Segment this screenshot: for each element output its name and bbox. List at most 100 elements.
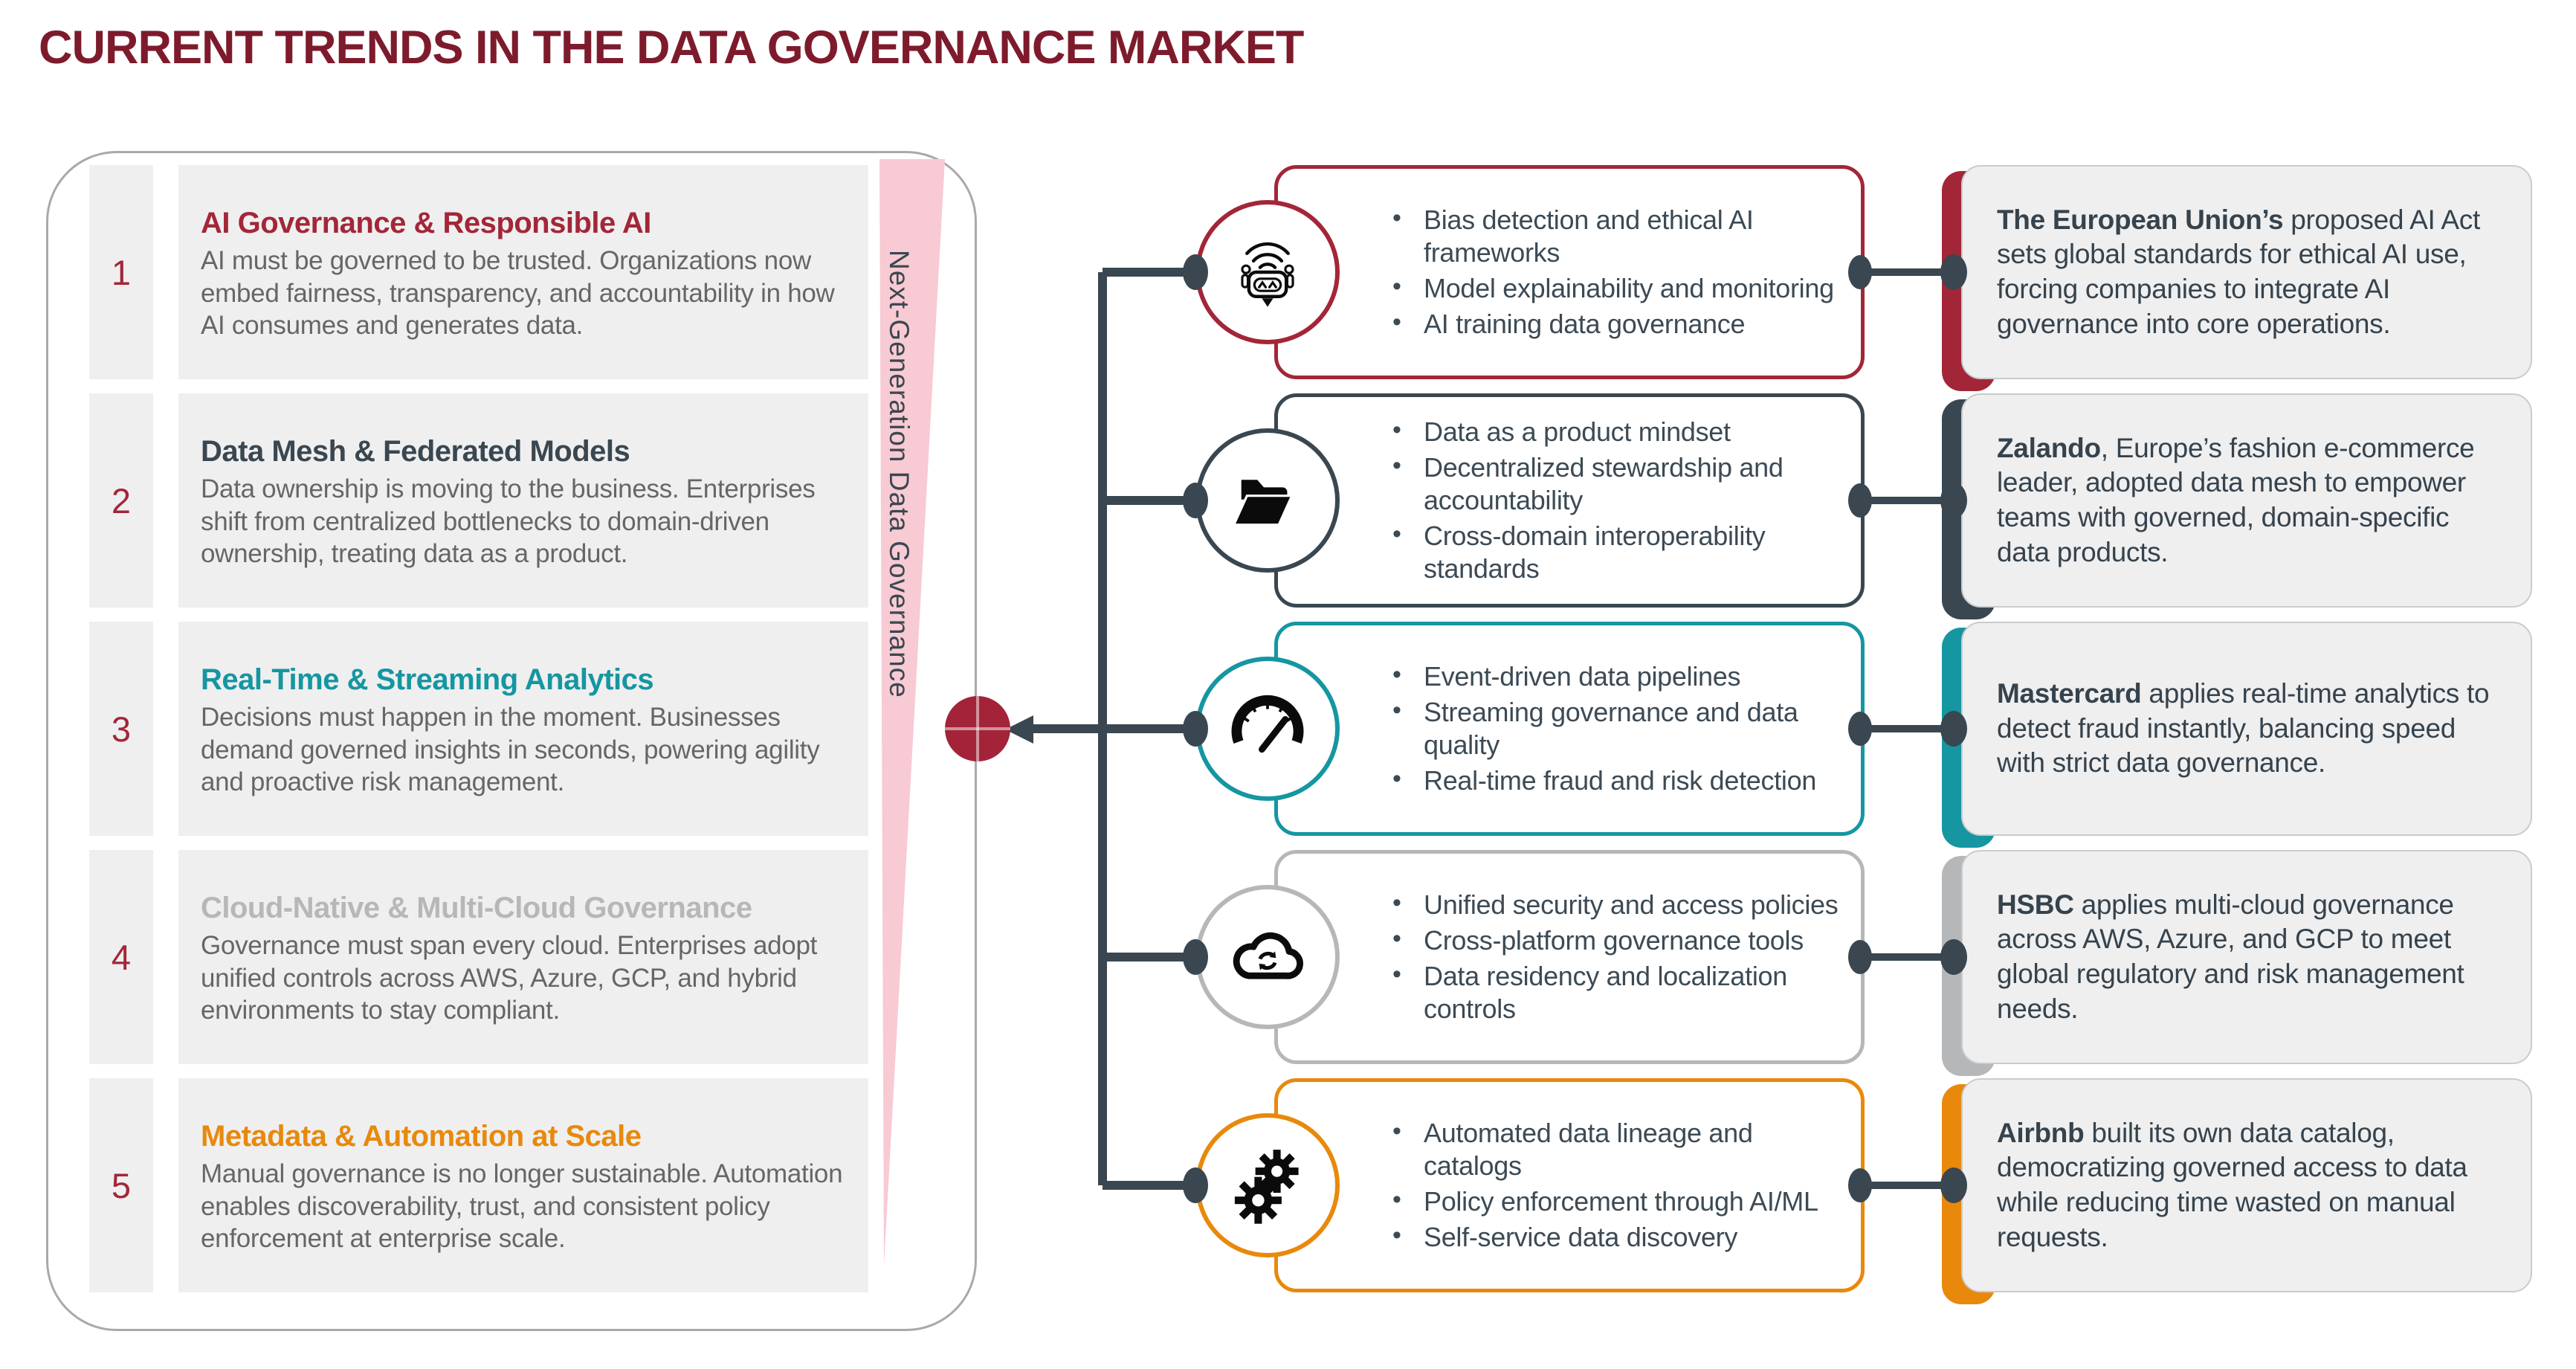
trend-title: Cloud-Native & Multi-Cloud Governance (201, 892, 752, 925)
folder-icon (1232, 480, 1294, 526)
connector-dot (1940, 1167, 1967, 1203)
connector-line (1865, 497, 1952, 504)
case-text: Zalando, Europe’s fashion e-commerce lea… (1997, 431, 2507, 570)
pillar-box: Automated data lineage and catalogs Poli… (1274, 1078, 1865, 1292)
hub-node (945, 696, 1010, 761)
page-title: CURRENT TRENDS IN THE DATA GOVERNANCE MA… (39, 22, 1304, 74)
case-rest: , Europe’s fashion e-commerce leader, ad… (1997, 432, 2475, 567)
trend-icon-circle (1195, 1113, 1340, 1257)
case-card: Zalando, Europe’s fashion e-commerce lea… (1961, 393, 2532, 608)
case-lead: Zalando (1997, 432, 2101, 463)
bullet-item: Policy enforcement through AI/ML (1389, 1185, 1847, 1218)
next-gen-ribbon-label: Next-Generation Data Governance (884, 250, 914, 698)
connector-dot (1183, 1167, 1208, 1203)
case-rest: applies multi-cloud governance across AW… (1997, 889, 2464, 1024)
bullet-item: Real-time fraud and risk detection (1389, 764, 1847, 797)
case-text: HSBC applies multi-cloud governance acro… (1997, 888, 2507, 1026)
bullet-item: Cross-platform governance tools (1389, 924, 1847, 957)
trend-title: AI Governance & Responsible AI (201, 207, 651, 240)
bullet-item: Data residency and localization controls (1389, 959, 1847, 1025)
robot-icon (1241, 242, 1294, 307)
trend-number: 4 (89, 850, 153, 1064)
bullet-item: Cross-domain interoperability standards (1389, 519, 1847, 585)
connector-stub (1103, 1181, 1196, 1190)
trend-description: Decisions must happen in the moment. Bus… (201, 703, 820, 797)
trend-item: AI Governance & Responsible AI AI must b… (178, 165, 868, 379)
trend-number: 1 (89, 165, 153, 379)
trend-item: Cloud-Native & Multi-Cloud Governance Go… (178, 850, 868, 1064)
trend-icon-circle (1195, 428, 1340, 573)
case-card: The European Union’s proposed AI Act set… (1961, 165, 2532, 379)
trend-description: AI must be governed to be trusted. Organ… (201, 246, 835, 341)
pillar-box: Event-driven data pipelines Streaming go… (1274, 622, 1865, 836)
connector-dot (1940, 254, 1967, 290)
connector-line (1865, 268, 1952, 276)
trend-title: Real-Time & Streaming Analytics (201, 663, 654, 697)
connector-dot (1848, 940, 1872, 974)
trend-number: 2 (89, 393, 153, 608)
trend-number: 5 (89, 1078, 153, 1292)
trend-icon-circle (1195, 657, 1340, 801)
connector-dot (1940, 483, 1967, 518)
connector-dot (1183, 254, 1208, 290)
trend-item: Real-Time & Streaming Analytics Decision… (178, 622, 868, 836)
trend-description: Data ownership is moving to the business… (201, 474, 816, 569)
case-lead: The European Union’s (1997, 204, 2284, 235)
connector-line (1865, 1182, 1952, 1189)
connector-dot (1848, 255, 1872, 289)
connector-dot (1848, 483, 1872, 518)
case-rest: applies real-time analytics to detect fr… (1997, 678, 2490, 779)
trend-icon-circle (1195, 885, 1340, 1029)
connector-stub (1103, 953, 1196, 961)
case-text: Airbnb built its own data catalog, democ… (1997, 1116, 2507, 1254)
connector-dot (1183, 711, 1208, 747)
trend-description: Manual governance is no longer sustainab… (201, 1159, 843, 1254)
trend-number: 3 (89, 622, 153, 836)
connector-dot (1848, 712, 1872, 746)
pillar-box: Bias detection and ethical AI frameworks… (1274, 165, 1865, 379)
case-card: Airbnb built its own data catalog, democ… (1961, 1078, 2532, 1292)
bullet-item: Automated data lineage and catalogs (1389, 1116, 1847, 1182)
connector-line (1865, 725, 1952, 732)
connector-dot (1940, 711, 1967, 747)
connector-dot (1940, 939, 1967, 975)
pillar-box: Data as a product mindset Decentralized … (1274, 393, 1865, 608)
case-lead: HSBC (1997, 889, 2074, 920)
bullet-item: Data as a product mindset (1389, 415, 1847, 448)
connector-stub (1103, 496, 1196, 505)
bullet-item: Streaming governance and data quality (1389, 695, 1847, 761)
trend-title: Metadata & Automation at Scale (201, 1120, 642, 1153)
bullet-item: Model explainability and monitoring (1389, 271, 1847, 305)
bullet-item: Decentralized stewardship and accountabi… (1389, 451, 1847, 517)
case-rest: built its own data catalog, democratizin… (1997, 1117, 2467, 1252)
bullet-item: Self-service data discovery (1389, 1220, 1847, 1254)
pillar-box: Unified security and access policies Cro… (1274, 850, 1865, 1064)
case-lead: Airbnb (1997, 1117, 2085, 1148)
trend-title: Data Mesh & Federated Models (201, 435, 630, 468)
trend-icon-circle (1195, 200, 1340, 344)
trend-item: Metadata & Automation at Scale Manual go… (178, 1078, 868, 1292)
connector-dot (1183, 939, 1208, 975)
next-gen-wedge (879, 159, 945, 1266)
connector-stub (1103, 268, 1196, 277)
case-card: HSBC applies multi-cloud governance acro… (1961, 850, 2532, 1064)
trend-item: Data Mesh & Federated Models Data owners… (178, 393, 868, 608)
bullet-item: AI training data governance (1389, 307, 1847, 341)
hub-connector-line (1033, 724, 1196, 733)
gears-icon (1234, 1150, 1299, 1224)
case-card: Mastercard applies real-time analytics t… (1961, 622, 2532, 836)
speedometer-icon (1231, 695, 1304, 753)
connector-dot (1848, 1168, 1872, 1202)
case-text: Mastercard applies real-time analytics t… (1997, 677, 2507, 781)
case-rest: proposed AI Act sets global standards fo… (1997, 204, 2480, 339)
case-lead: Mastercard (1997, 678, 2142, 709)
connector-dot (1183, 483, 1208, 518)
bullet-item: Event-driven data pipelines (1389, 660, 1847, 693)
bullet-item: Unified security and access policies (1389, 888, 1847, 921)
trend-description: Governance must span every cloud. Enterp… (201, 931, 818, 1025)
case-text: The European Union’s proposed AI Act set… (1997, 203, 2507, 341)
cloud-sync-icon (1233, 932, 1303, 979)
connector-line (1865, 953, 1952, 961)
bullet-item: Bias detection and ethical AI frameworks (1389, 203, 1847, 269)
